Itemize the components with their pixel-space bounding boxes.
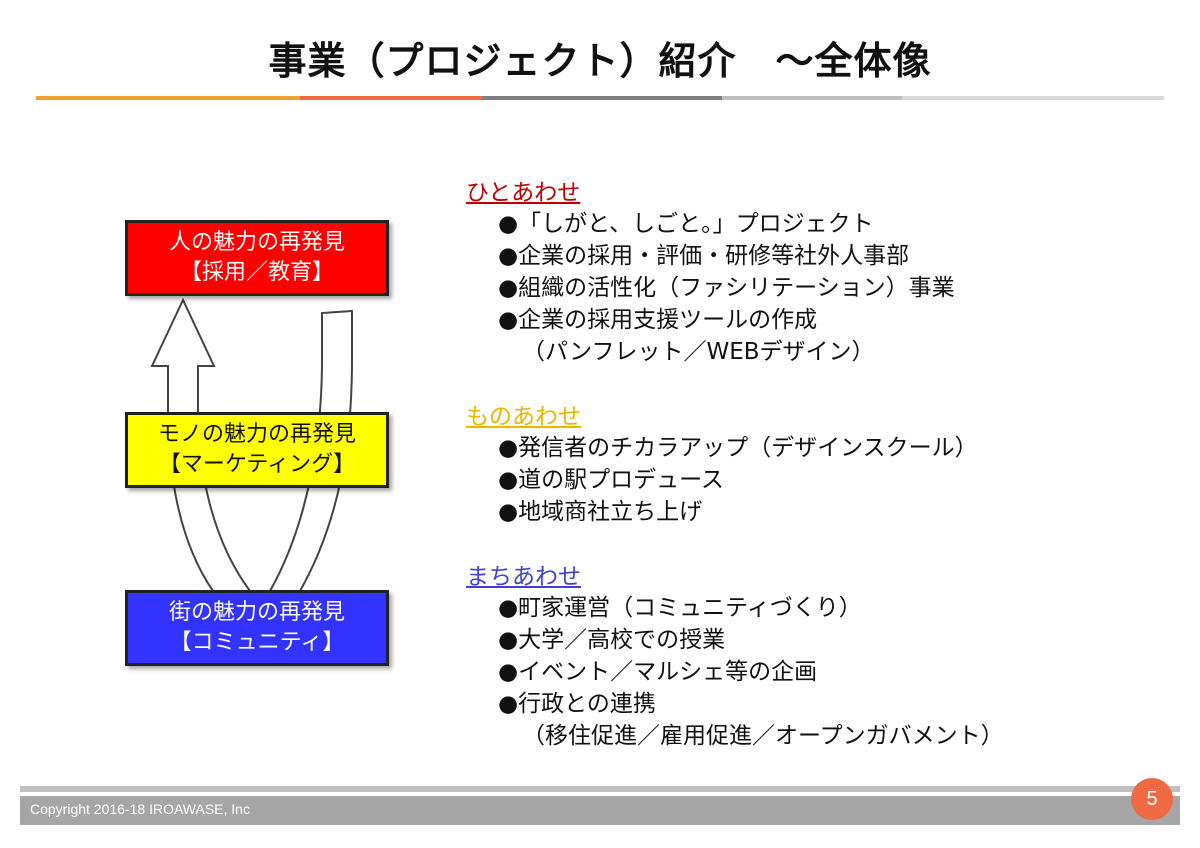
title-underline-segment-1 — [36, 96, 300, 100]
title-underline-segment-3 — [482, 96, 722, 100]
list-item: ●組織の活性化（ファシリテーション）事業 — [498, 275, 955, 301]
footer-bar — [20, 796, 1180, 825]
list-item: ●企業の採用・評価・研修等社外人事部 — [498, 243, 910, 269]
curved-arrow-tail-icon — [268, 309, 353, 592]
box-town-line1: 街の魅力の再発見 — [168, 600, 345, 625]
list-item: ●地域商社立ち上げ — [498, 499, 703, 525]
page-title: 事業（プロジェクト）紹介 ～全体像 — [268, 39, 932, 83]
box-thing-rediscovery: モノの魅力の再発見 【マーケティング】 — [125, 412, 389, 488]
box-human-line1: 人の魅力の再発見 — [168, 230, 345, 255]
box-thing-line1: モノの魅力の再発見 — [157, 422, 356, 447]
box-human-line2: 【採用／教育】 — [179, 260, 334, 285]
list-item: ●大学／高校での授業 — [498, 627, 726, 653]
box-town-line2: 【コミュニティ】 — [169, 630, 345, 655]
list-item: ●「しがと、しごと。」プロジェクト — [498, 211, 874, 237]
box-thing-line2: 【マーケティング】 — [158, 452, 356, 477]
section-hitoawase: ひとあわせ ●「しがと、しごと。」プロジェクト ●企業の採用・評価・研修等社外人… — [466, 178, 955, 368]
list-item: ●発信者のチカラアップ（デザインスクール） — [498, 435, 978, 461]
footer-divider — [20, 786, 1180, 792]
section-hitoawase-title: ひとあわせ — [466, 180, 581, 206]
title-underline-segment-5 — [902, 96, 1164, 100]
list-item: ●行政との連携 — [498, 691, 656, 717]
list-item: ●イベント／マルシェ等の企画 — [498, 659, 818, 685]
up-arrow-icon — [150, 297, 252, 592]
list-item-continuation: （移住促進／雇用促進／オープンガバメント） — [522, 723, 1004, 749]
copyright-text: Copyright 2016-18 IROAWASE, Inc — [30, 801, 250, 817]
box-town-rediscovery: 街の魅力の再発見 【コミュニティ】 — [125, 590, 389, 666]
box-human-rediscovery: 人の魅力の再発見 【採用／教育】 — [125, 220, 389, 296]
title-underline-segment-2 — [300, 96, 482, 100]
section-monoawase-title: ものあわせ — [466, 404, 581, 430]
list-item: ●企業の採用支援ツールの作成 — [498, 307, 818, 333]
list-item-continuation: （パンフレット／WEBデザイン） — [522, 339, 875, 365]
title-underline-segment-4 — [722, 96, 902, 100]
section-machiawase-title: まちあわせ — [466, 564, 581, 590]
section-machiawase: まちあわせ ●町家運営（コミュニティづくり） ●大学／高校での授業 ●イベント／… — [466, 562, 1004, 752]
page-number-badge: 5 — [1131, 778, 1173, 820]
list-item: ●道の駅プロデュース — [498, 467, 724, 493]
list-item: ●町家運営（コミュニティづくり） — [498, 595, 862, 621]
section-monoawase: ものあわせ ●発信者のチカラアップ（デザインスクール） ●道の駅プロデュース ●… — [466, 402, 978, 528]
